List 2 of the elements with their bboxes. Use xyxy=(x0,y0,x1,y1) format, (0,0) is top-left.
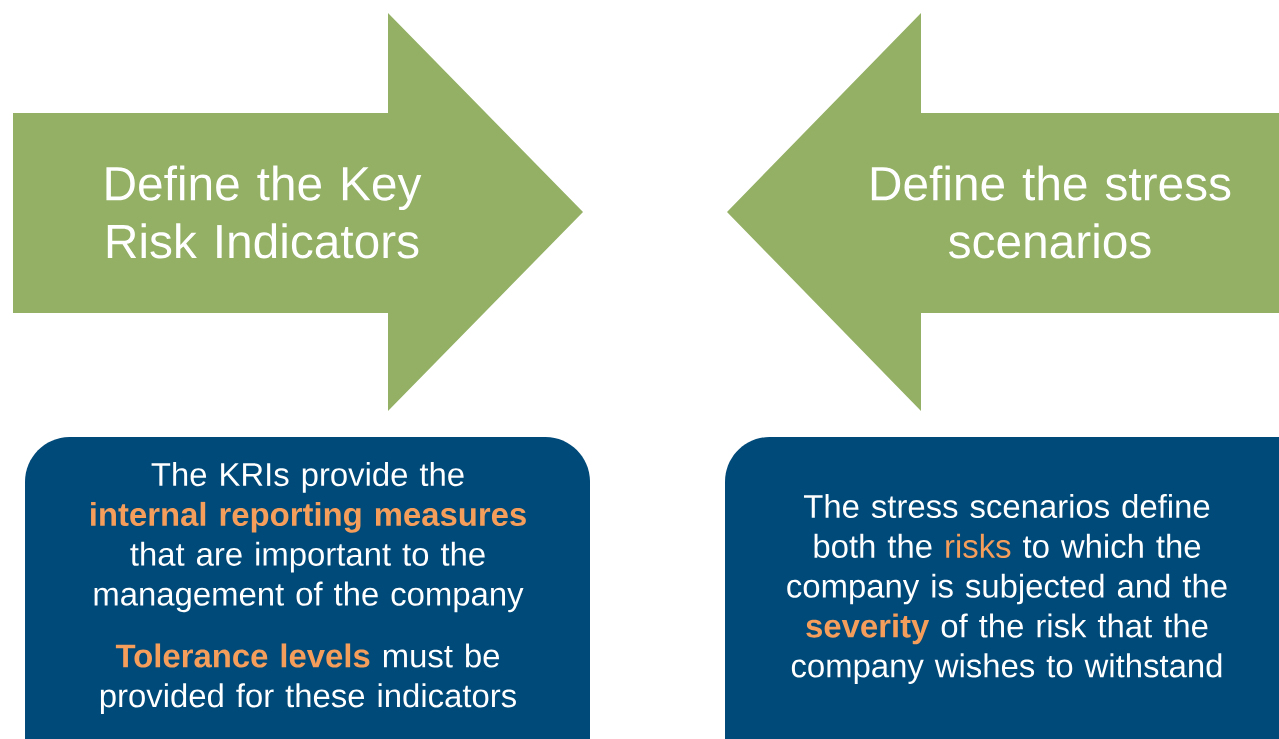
text-box: The stress scenarios define both the risks to which the company is subjected and the severity of the risk that the company wishes to withstand xyxy=(725,437,1279,739)
text-box: The KRIs provide the internal reporting measures that are important to the management of the company Tolerance levels must be provided for these indicators xyxy=(25,437,590,739)
